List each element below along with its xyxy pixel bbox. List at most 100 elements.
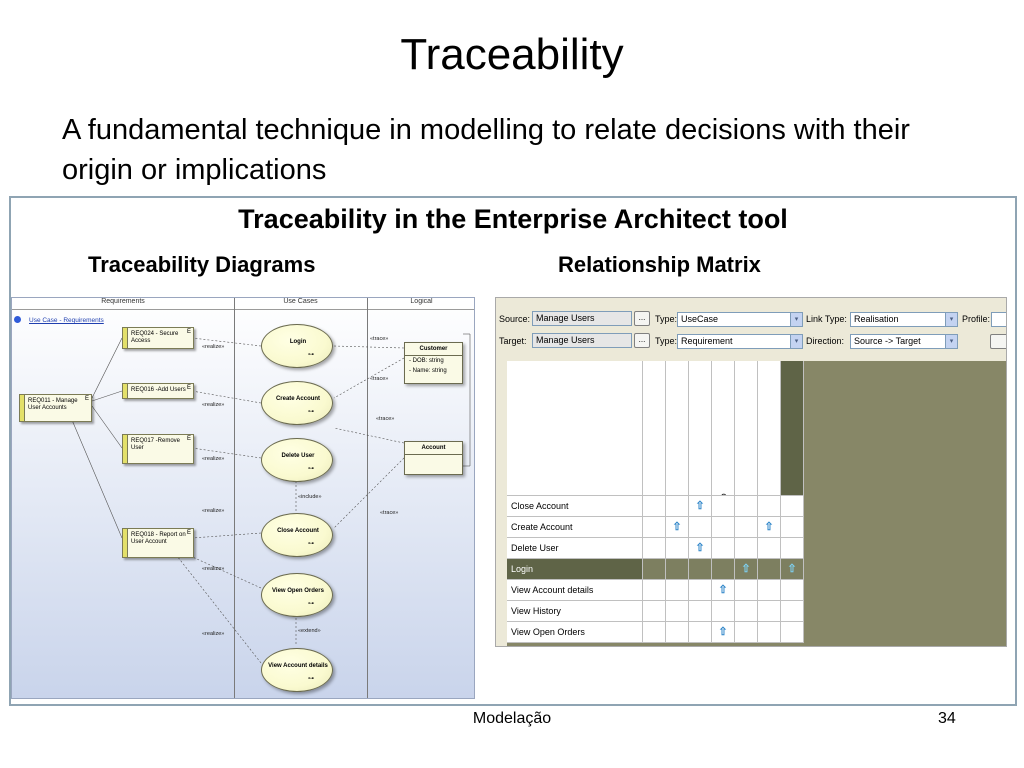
matrix-row[interactable]: View Account details⇧ (507, 580, 809, 601)
matrix-cell[interactable] (712, 496, 735, 517)
usecase-view-open-orders[interactable]: View Open Orders ⊶ (261, 573, 333, 617)
requirement-label: REQ016 -Add Users (131, 387, 186, 393)
matrix-cell[interactable] (689, 622, 712, 643)
matrix-cell[interactable]: ⇧ (666, 517, 689, 538)
usecase-delete-user[interactable]: Delete User ⊶ (261, 438, 333, 482)
source-type-label: Type: (655, 314, 678, 324)
requirement-req017[interactable]: REQ017 -Remove User E (122, 434, 194, 464)
matrix-cell[interactable] (689, 517, 712, 538)
matrix-cell[interactable] (643, 538, 666, 559)
matrix-cell[interactable]: ⇧ (758, 517, 781, 538)
options-button[interactable] (990, 334, 1006, 349)
matrix-cell[interactable] (666, 580, 689, 601)
matrix-column-header[interactable]: REQ026 - Validate User (781, 361, 804, 496)
usecase-close-account[interactable]: Close Account ⊶ (261, 513, 333, 557)
class-account[interactable]: Account (404, 441, 463, 475)
usecase-label: Create Account (275, 396, 321, 402)
matrix-cell[interactable] (689, 559, 712, 580)
requirement-req024[interactable]: REQ024 - Secure Access E (122, 327, 194, 349)
requirement-req011[interactable]: REQ011 - Manage User Accounts E (19, 394, 92, 422)
matrix-cell[interactable] (666, 601, 689, 622)
matrix-row[interactable]: View History (507, 601, 809, 622)
chevron-down-icon[interactable]: ▾ (790, 313, 802, 326)
matrix-cell[interactable] (666, 559, 689, 580)
matrix-cell[interactable] (758, 580, 781, 601)
matrix-cell[interactable] (735, 601, 758, 622)
matrix-cell[interactable]: ⇧ (712, 622, 735, 643)
matrix-column-header[interactable]: REQ025 - Store User Details (758, 361, 781, 496)
matrix-cell[interactable] (758, 601, 781, 622)
matrix-cell[interactable] (666, 538, 689, 559)
matrix-cell[interactable] (712, 538, 735, 559)
matrix-cell[interactable] (689, 601, 712, 622)
matrix-column-header[interactable]: REQ024 - Secure Access (735, 361, 758, 496)
link-type-select[interactable]: Realisation (850, 312, 958, 327)
matrix-cell[interactable] (643, 559, 666, 580)
target-field[interactable]: Manage Users (532, 333, 632, 348)
matrix-column-header[interactable]: REQ017 -Remove User (689, 361, 712, 496)
matrix-cell[interactable] (735, 496, 758, 517)
matrix-cell[interactable] (781, 538, 804, 559)
slide-subtitle: A fundamental technique in modelling to … (62, 114, 910, 186)
source-type-select[interactable]: UseCase (677, 312, 803, 327)
matrix-cell[interactable] (735, 622, 758, 643)
matrix-cell[interactable] (712, 601, 735, 622)
matrix-cell[interactable]: ⇧ (781, 559, 804, 580)
matrix-cell[interactable] (758, 622, 781, 643)
requirement-label: REQ024 - Secure Access (131, 331, 179, 344)
profile-field[interactable] (991, 312, 1006, 327)
matrix-cell[interactable] (781, 580, 804, 601)
target-browse-button[interactable]: ... (634, 333, 650, 348)
matrix-cell[interactable] (712, 517, 735, 538)
target-type-value: Requirement (681, 336, 733, 346)
matrix-cell[interactable] (643, 517, 666, 538)
usecase-login[interactable]: Login ⊶ (261, 324, 333, 368)
matrix-cell[interactable] (781, 517, 804, 538)
usecase-create-account[interactable]: Create Account ⊶ (261, 381, 333, 425)
matrix-cell[interactable] (666, 496, 689, 517)
matrix-row[interactable]: Create Account⇧⇧ (507, 517, 809, 538)
matrix-column-header[interactable]: REQ011 - Manage User Accou (643, 361, 666, 496)
source-browse-button[interactable]: ... (634, 311, 650, 326)
chevron-down-icon[interactable]: ▾ (945, 335, 957, 348)
target-type-select[interactable]: Requirement (677, 334, 803, 349)
matrix-cell[interactable] (735, 517, 758, 538)
usecase-view-account-details[interactable]: View Account details ⊶ (261, 648, 333, 692)
matrix-cell[interactable]: ⇧ (735, 559, 758, 580)
up-arrow-icon: ⇧ (695, 500, 705, 512)
column-header-label: REQ018 - Report on User Acco (718, 482, 728, 495)
matrix-cell[interactable] (758, 496, 781, 517)
matrix-row[interactable]: Login⇧⇧ (507, 559, 809, 580)
class-attribute: - DOB: string (409, 358, 444, 364)
chevron-down-icon[interactable]: ▾ (790, 335, 802, 348)
matrix-cell[interactable] (758, 538, 781, 559)
matrix-cell[interactable] (666, 622, 689, 643)
requirement-req018[interactable]: REQ018 - Report on User Account E (122, 528, 194, 558)
matrix-cell[interactable] (781, 622, 804, 643)
matrix-cell[interactable] (643, 580, 666, 601)
chevron-down-icon[interactable]: ▾ (945, 313, 957, 326)
matrix-row[interactable]: View Open Orders⇧ (507, 622, 809, 643)
matrix-column-header[interactable]: REQ018 - Report on User Acco (712, 361, 735, 496)
matrix-cell[interactable] (689, 580, 712, 601)
matrix-cell[interactable]: ⇧ (689, 538, 712, 559)
matrix-cell[interactable] (781, 496, 804, 517)
matrix-row[interactable]: Close Account⇧ (507, 496, 809, 517)
matrix-cell[interactable] (735, 538, 758, 559)
matrix-cell[interactable] (758, 559, 781, 580)
matrix-cell[interactable] (712, 559, 735, 580)
direction-select[interactable]: Source -> Target (850, 334, 958, 349)
matrix-cell[interactable] (643, 622, 666, 643)
matrix-cell[interactable] (643, 601, 666, 622)
class-customer[interactable]: Customer - DOB: string - Name: string (404, 342, 463, 384)
matrix-cell[interactable]: ⇧ (689, 496, 712, 517)
source-field[interactable]: Manage Users (532, 311, 632, 326)
matrix-row[interactable]: Delete User⇧ (507, 538, 809, 559)
matrix-cell[interactable] (781, 601, 804, 622)
matrix-column-header[interactable]: REQ016 -Add Users (666, 361, 689, 496)
matrix-cell[interactable] (735, 580, 758, 601)
legend-link[interactable]: Use Case - Requirements (29, 317, 104, 324)
matrix-cell[interactable]: ⇧ (712, 580, 735, 601)
requirement-req016[interactable]: REQ016 -Add Users E (122, 383, 194, 399)
matrix-cell[interactable] (643, 496, 666, 517)
